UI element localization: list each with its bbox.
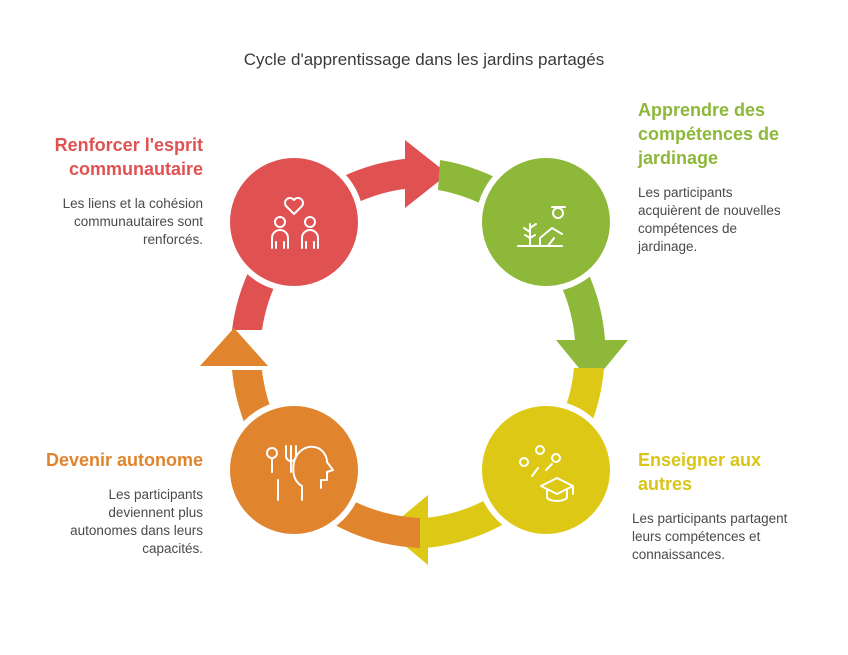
stage-title-line: Renforcer l'esprit: [54, 135, 203, 155]
stage-desc-learn: Les participants acquièrent de nouvelles…: [638, 184, 838, 256]
stage-desc-line: acquièrent de nouvelles: [638, 203, 781, 218]
stage-desc-line: connaissances.: [632, 547, 726, 562]
independent-mind-icon: [266, 445, 334, 501]
stage-title-teach: Enseigner aux autres: [638, 448, 828, 496]
stage-desc-line: Les liens et la cohésion: [62, 196, 203, 211]
stage-desc-line: Les participants: [108, 487, 203, 502]
stage-desc-line: communautaires sont: [73, 214, 203, 229]
stage-desc-line: compétences de: [638, 221, 738, 236]
arrow-orange-head: [200, 328, 268, 366]
diagram-title: Cycle d'apprentissage dans les jardins p…: [243, 50, 605, 69]
stage-circle-community: [224, 152, 364, 292]
graduation-cap-icon: [519, 445, 574, 502]
stage-text-learn: Apprendre des compétences de jardinage L…: [638, 98, 838, 256]
stage-text-autonomy: Devenir autonome Les participants devien…: [20, 448, 203, 558]
stage-desc-teach: Les participants partagent leurs compéte…: [632, 510, 828, 564]
stage-desc-line: deviennent plus: [108, 505, 203, 520]
stage-title-line: communautaire: [68, 159, 203, 179]
stage-title-line: Apprendre des: [638, 100, 766, 120]
stage-circle-teach: [476, 400, 616, 540]
stage-text-teach: Enseigner aux autres Les participants pa…: [632, 448, 828, 564]
stage-desc-line: Les participants partagent: [632, 511, 788, 526]
stage-desc-community: Les liens et la cohésion communautaires …: [20, 195, 203, 249]
stage-desc-line: leurs compétences et: [632, 529, 761, 544]
stage-desc-line: renforcés.: [142, 232, 203, 247]
stage-title-line: compétences de: [638, 124, 780, 144]
stage-title-line: Enseigner aux: [638, 450, 762, 470]
community-hearts-icon: [271, 197, 319, 249]
stage-desc-line: autonomes dans leurs: [70, 523, 203, 538]
stage-circle-learn: [476, 152, 616, 292]
stage-circle-autonomy: [224, 400, 364, 540]
gardener-icon: [517, 206, 566, 247]
arrow-red-head: [405, 140, 448, 208]
stage-desc-line: Les participants: [638, 185, 733, 200]
stage-title-line: Devenir autonome: [45, 450, 203, 470]
stage-title-learn: Apprendre des compétences de jardinage: [638, 98, 838, 170]
stage-desc-line: jardinage.: [638, 239, 698, 254]
stage-title-autonomy: Devenir autonome: [20, 448, 203, 472]
stage-desc-line: capacités.: [142, 541, 203, 556]
stage-desc-autonomy: Les participants deviennent plus autonom…: [20, 486, 203, 558]
stage-text-community: Renforcer l'esprit communautaire Les lie…: [20, 133, 203, 249]
arrow-green-head: [556, 340, 628, 384]
stage-title-community: Renforcer l'esprit communautaire: [20, 133, 203, 181]
stage-title-line: jardinage: [638, 148, 719, 168]
stage-title-line: autres: [638, 474, 693, 494]
